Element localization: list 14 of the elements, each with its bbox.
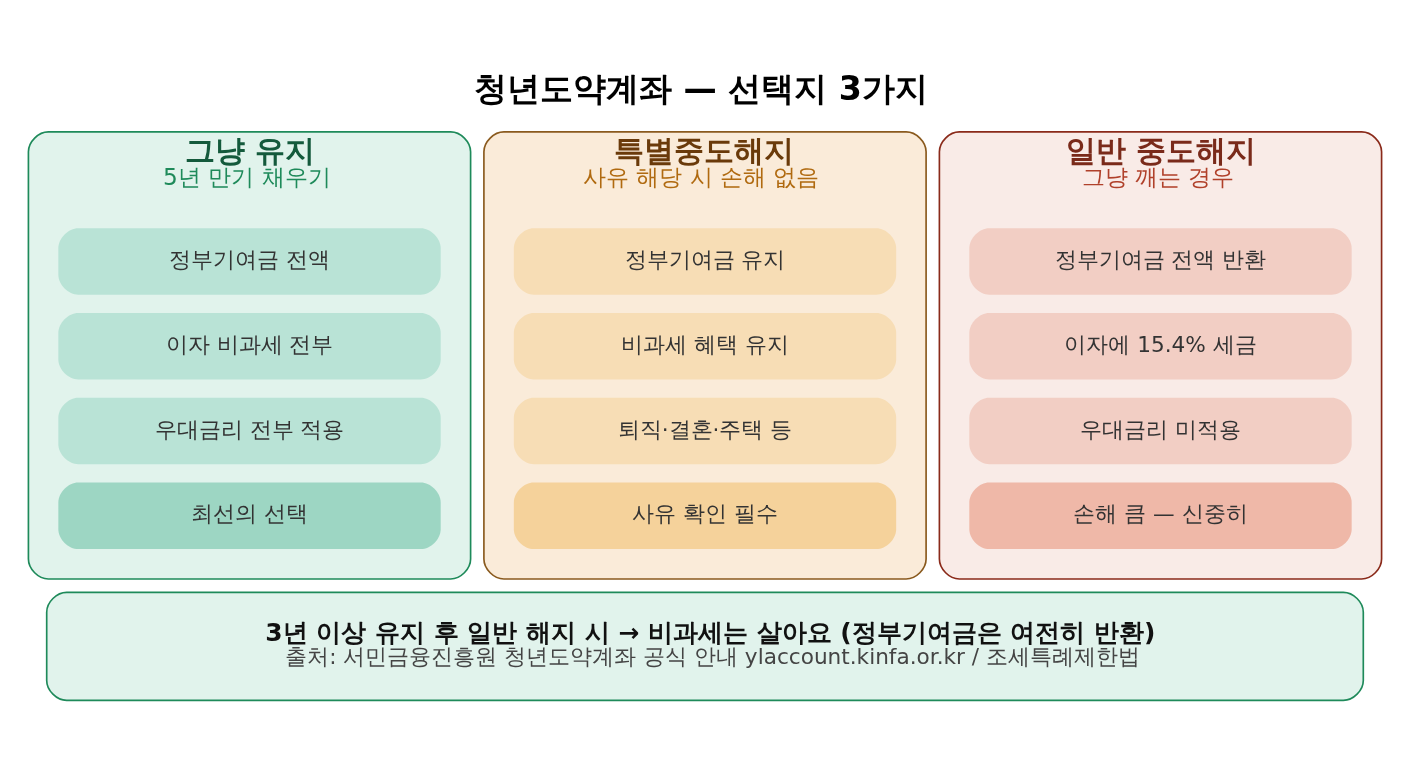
node-box: 이자 비과세 전부 [58, 312, 441, 379]
node-box: 비과세 혜택 유지 [513, 312, 897, 379]
node-box: 우대금리 미적용 [969, 397, 1352, 464]
node-box: 우대금리 전부 적용 [58, 397, 441, 464]
node-box: 퇴직·결혼·주택 등 [513, 397, 897, 464]
node-box: 정부기여금 유지 [513, 227, 897, 295]
node-box: 정부기여금 전액 반환 [969, 227, 1352, 295]
node-box: 정부기여금 전액 [58, 227, 441, 295]
diagram-title: 청년도약계좌 — 선택지 3가지 [473, 68, 929, 108]
node-box: 3년 이상 유지 후 일반 해지 시 → 비과세는 살아요 (정부기여금은 여전히 반환) 출처: 서민금융진흥원 청년도약계좌 공식 안내 ylaccount.kinfa.or.kr / 조세특례제한법 [45, 590, 1365, 701]
node-box: 사유 확인 필수 [513, 482, 897, 549]
node-box: 최선의 선택 [58, 482, 441, 549]
node-box: 이자에 15.4% 세금 [969, 312, 1352, 379]
node-box: 손해 큼 — 신중히 [969, 482, 1352, 549]
